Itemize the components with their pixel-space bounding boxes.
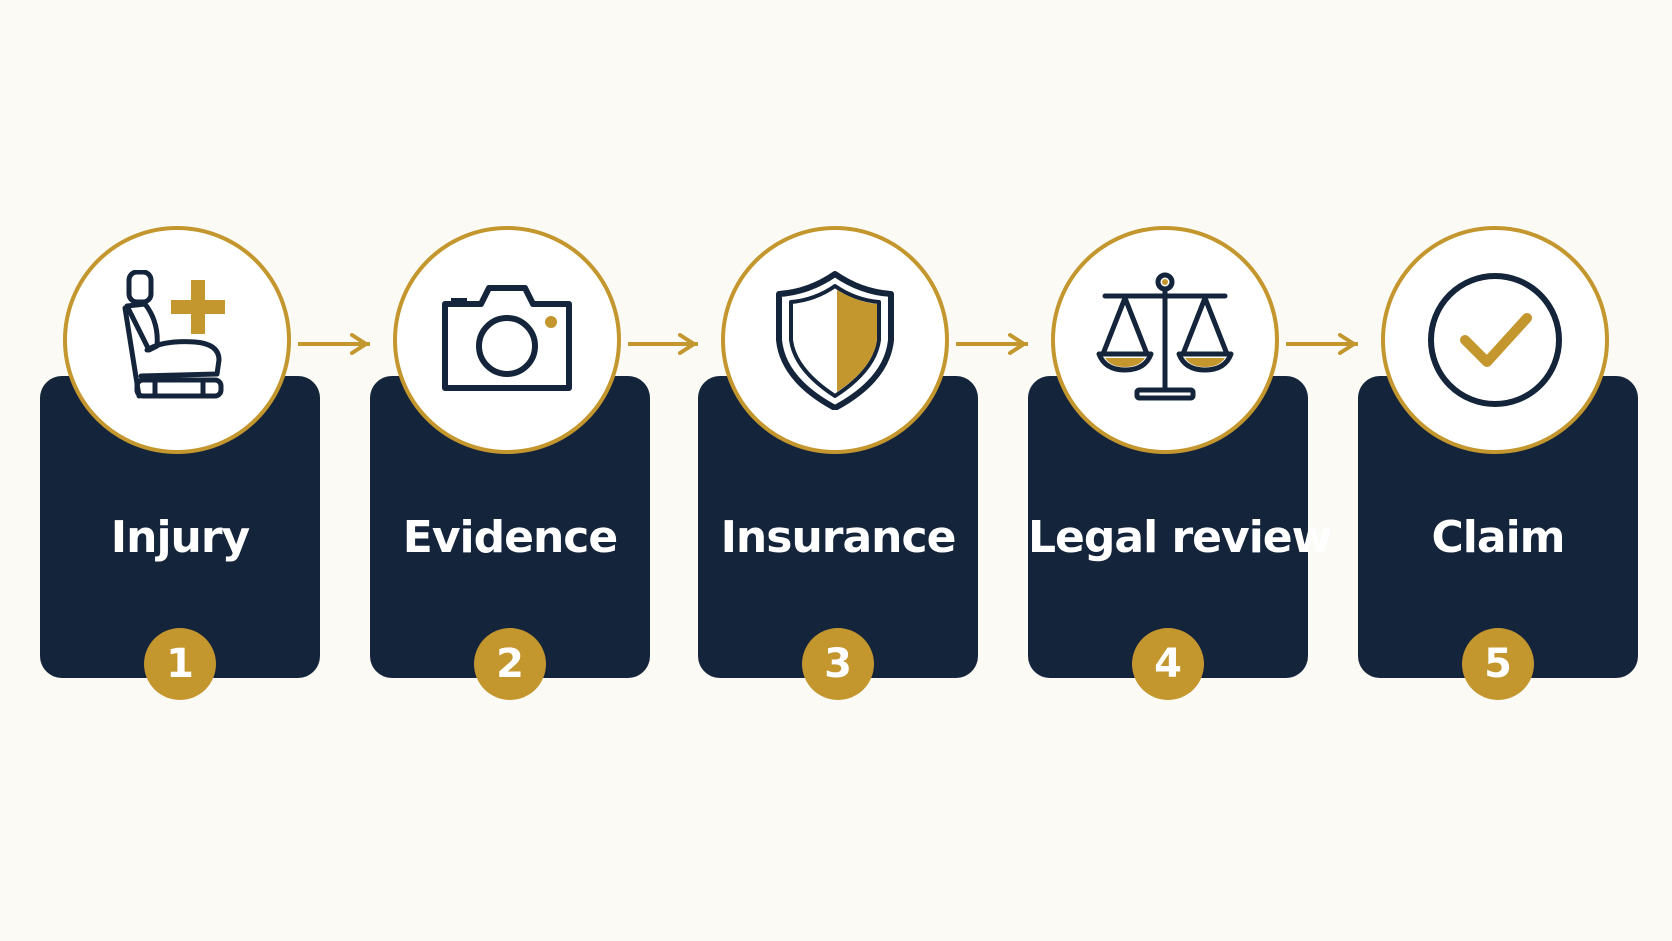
- step-label: Claim: [1431, 512, 1566, 563]
- step-icon-circle: [1051, 226, 1279, 454]
- step-number-badge: 1: [144, 628, 216, 700]
- step-insurance: Insurance 3: [698, 222, 978, 702]
- car-seat-medical-cross-icon: [122, 270, 225, 399]
- shield-icon: [776, 271, 894, 410]
- step-evidence: Evidence 2: [370, 222, 650, 702]
- check-circle-icon: [1428, 273, 1562, 407]
- step-icon-circle: [393, 226, 621, 454]
- step-icon-circle: [721, 226, 949, 454]
- camera-icon: [442, 285, 572, 391]
- step-label: Injury: [110, 512, 250, 563]
- arrow-connector-4-5: [1286, 333, 1358, 355]
- arrow-connector-2-3: [628, 333, 698, 355]
- step-number-badge: 3: [802, 628, 874, 700]
- step-icon-circle: [63, 226, 291, 454]
- step-label: Insurance: [720, 512, 957, 563]
- arrow-right-icon: [678, 333, 696, 355]
- step-label: Evidence: [402, 512, 618, 563]
- step-injury: Injury 1: [40, 222, 320, 702]
- step-icon-circle: [1381, 226, 1609, 454]
- step-label: Legal review: [1028, 512, 1332, 563]
- step-number-badge: 2: [474, 628, 546, 700]
- step-number-badge: 5: [1462, 628, 1534, 700]
- scales-of-justice-icon: [1096, 272, 1234, 401]
- step-legal-review: Legal review 4: [1028, 222, 1332, 702]
- step-claim: Claim 5: [1358, 222, 1638, 702]
- arrow-right-icon: [350, 333, 368, 355]
- arrow-connector-1-2: [298, 333, 370, 355]
- step-number-badge: 4: [1132, 628, 1204, 700]
- arrow-right-icon: [1338, 333, 1356, 355]
- arrow-connector-3-4: [956, 333, 1028, 355]
- arrow-right-icon: [1008, 333, 1026, 355]
